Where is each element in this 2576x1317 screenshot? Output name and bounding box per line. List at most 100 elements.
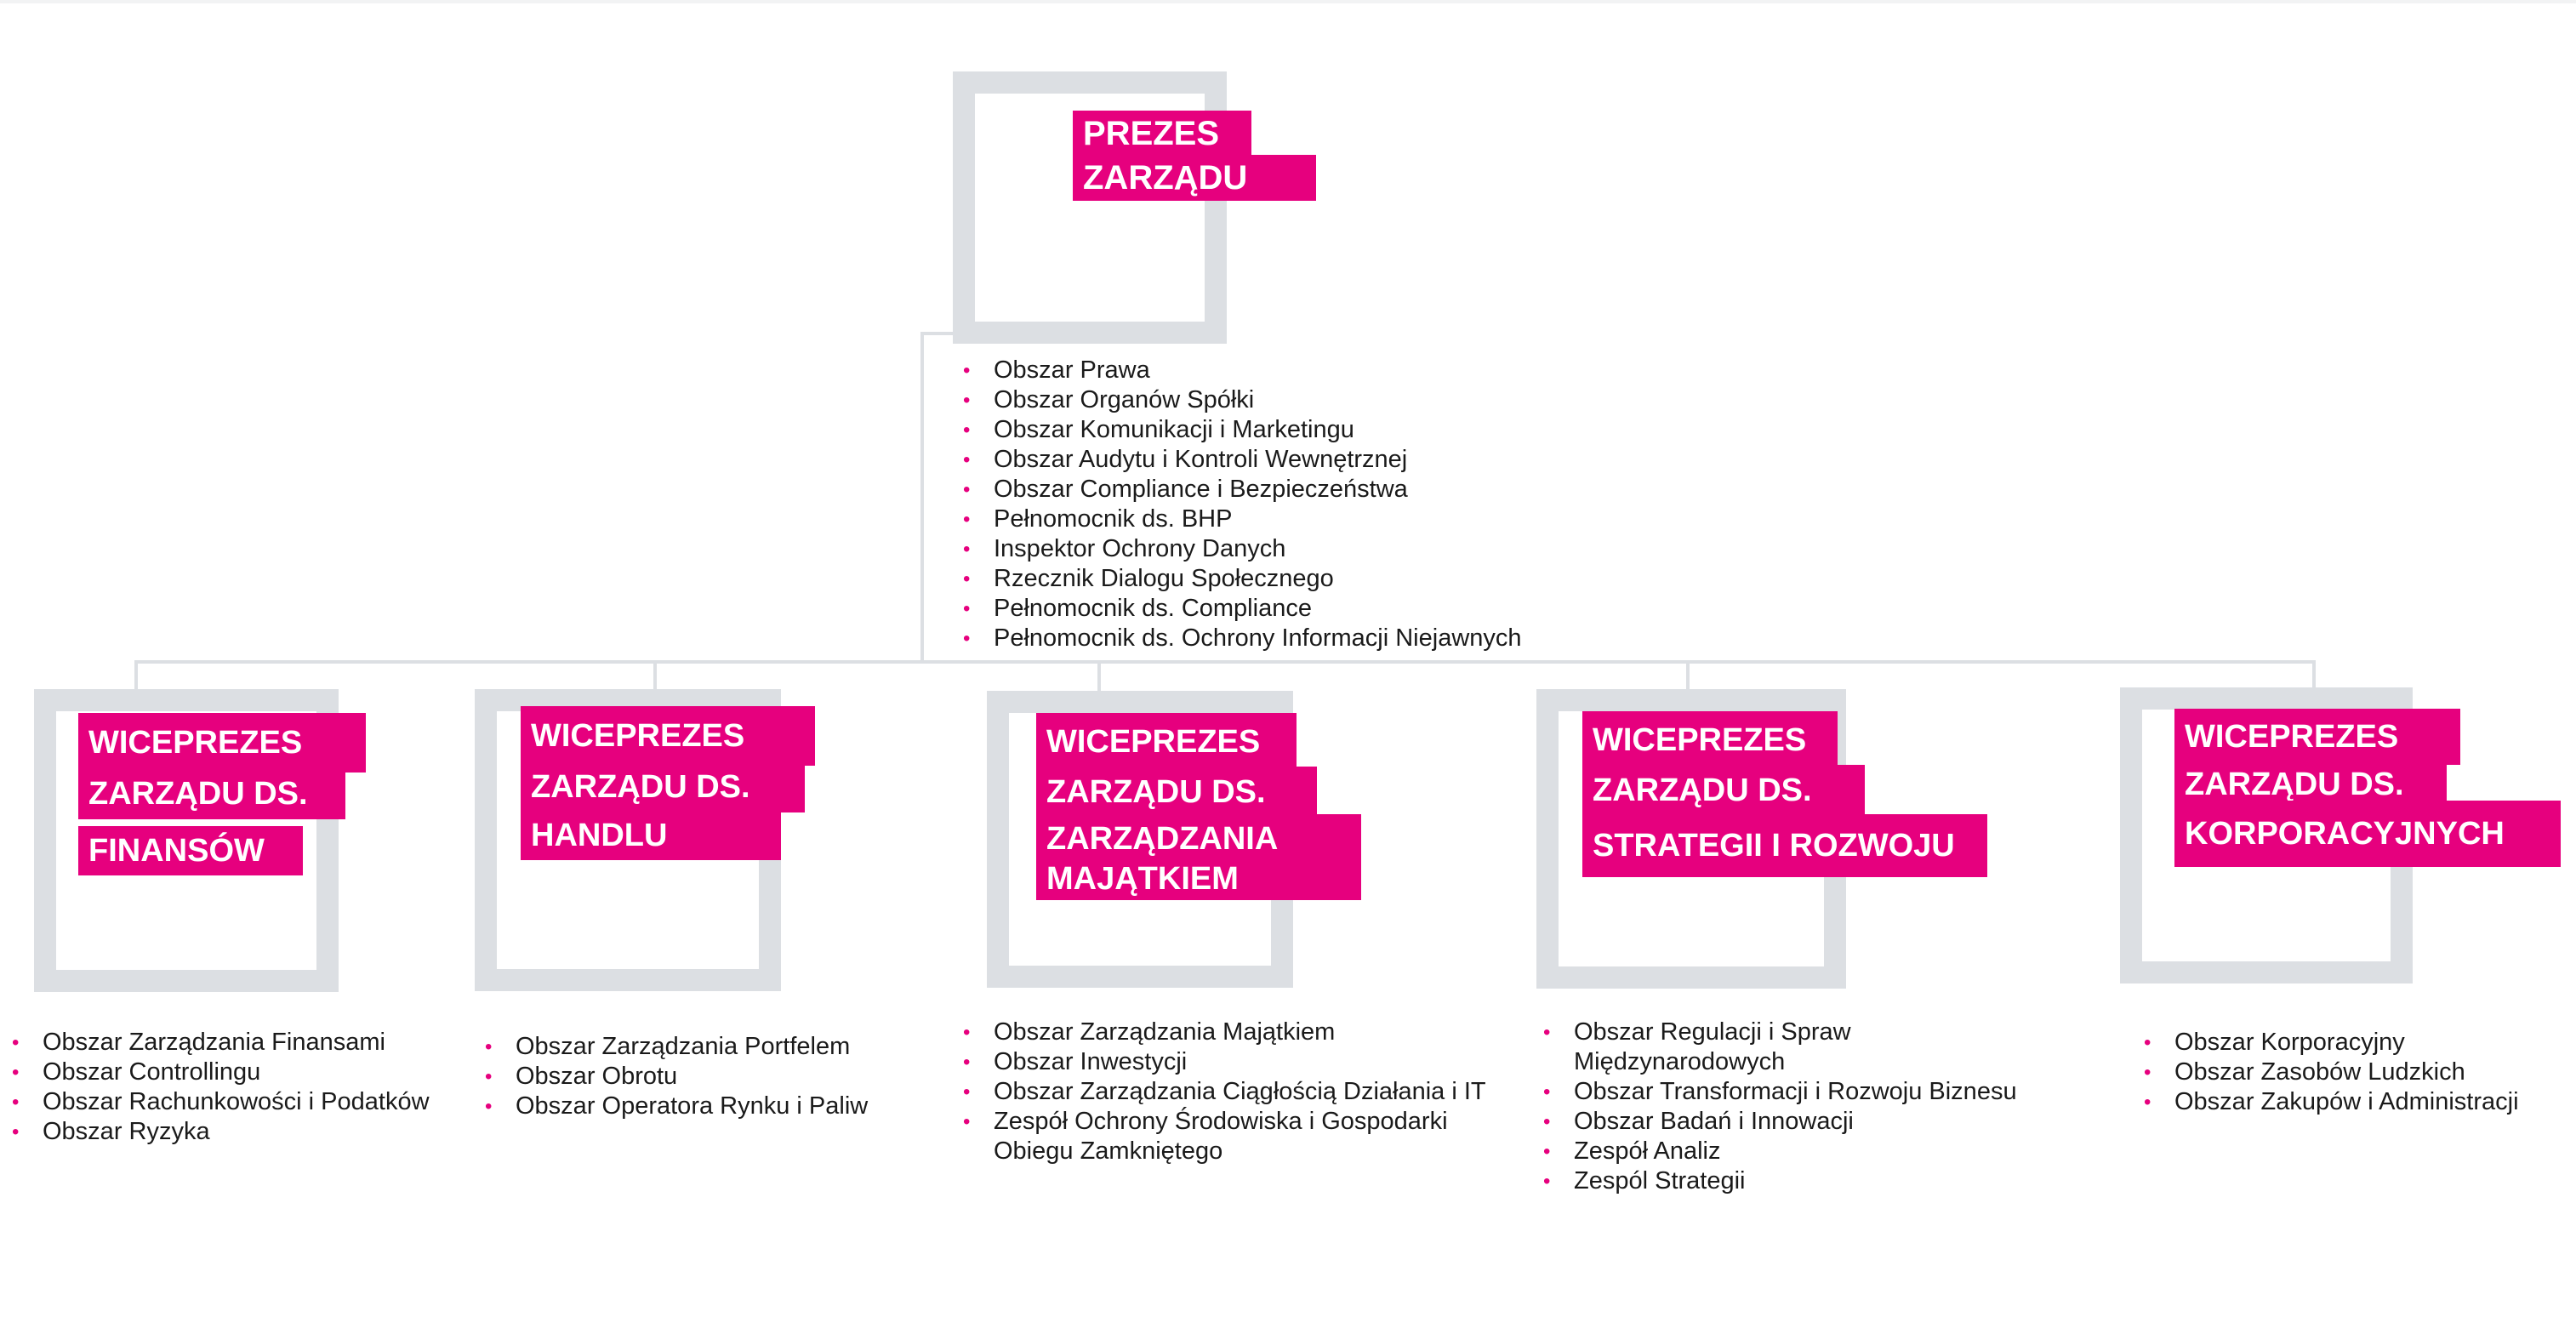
bullet-icon: • [2144, 1031, 2151, 1054]
vp-title-handel-line-2: ZARZĄDU DS. [521, 761, 805, 812]
bullet-icon: • [963, 538, 971, 561]
vp-area-majatek-item-text: Obszar Inwestycji [994, 1048, 1188, 1075]
vp-area-majatek-item-text: Obszar Zarządzania Ciągłością Działania … [994, 1078, 1486, 1105]
president-areas-list: •Obszar Prawa•Obszar Organów Spółki•Obsz… [963, 356, 1522, 653]
president-area-item-text: Obszar Komunikacji i Marketingu [994, 416, 1354, 443]
vp-area-finanse-item: •Obszar Rachunkowości i Podatków [12, 1087, 430, 1117]
connector-drop-1 [134, 660, 138, 691]
president-area-item-text: Pełnomocnik ds. BHP [994, 505, 1233, 533]
vp-title-finanse-line-1: WICEPREZES [78, 713, 366, 773]
vp-title-strategia-line-2: ZARZĄDU DS. [1582, 765, 1865, 816]
bullet-icon: • [963, 448, 971, 471]
bullet-icon: • [12, 1031, 20, 1054]
president-area-item-text: Obszar Organów Spółki [994, 386, 1255, 413]
vp-area-majatek-item: • Obszar Zarządzania Majątkiem [963, 1018, 1486, 1047]
president-area-item-text: Inspektor Ochrony Danych [994, 535, 1286, 562]
vp-area-strategia-item-text: Zespół Analiz [1574, 1137, 1721, 1165]
vp-area-handel-item-text: Obszar Operatora Rynku i Paliw [516, 1092, 869, 1120]
vp-title-handel-line-1: WICEPREZES [521, 706, 815, 766]
bullet-icon: • [963, 1110, 971, 1133]
vp-area-strategia-item: • Obszar Transformacji i Rozwoju Biznesu [1543, 1077, 2017, 1107]
bullet-icon: • [12, 1061, 20, 1084]
vp-area-finanse-item-text: Obszar Controllingu [43, 1058, 261, 1086]
bullet-icon: • [1543, 1140, 1551, 1163]
connector-drop-4 [1686, 660, 1690, 691]
vp-area-handel-item: • Obszar Operatora Rynku i Paliw [485, 1092, 868, 1121]
vp-area-finanse-item: • Obszar Ryzyka [12, 1117, 430, 1147]
bullet-icon: • [963, 419, 971, 442]
vp-title-handel-line-3: HANDLU [521, 811, 781, 860]
president-area-item: • Pełnomocnik ds. Ochrony Informacji Niej… [963, 624, 1522, 653]
vp-area-strategia-item-text: Obszar Badań i Innowacji [1574, 1108, 1854, 1135]
president-frame [953, 71, 1227, 344]
president-area-item: • Pełnomocnik ds. Compliance [963, 594, 1522, 624]
president-area-item: • Rzecznik Dialogu Społecznego [963, 564, 1522, 594]
vp-area-majatek-item-text: Obiegu Zamkniętego [994, 1137, 1223, 1165]
vp-area-majatek-item-text: Obszar Zarządzania Majątkiem [994, 1018, 1336, 1046]
vp-title-korporacyjne-line-1: WICEPREZES [2174, 709, 2460, 765]
bullet-icon: • [963, 1021, 971, 1044]
vp-area-handel-item-text: Obszar Obrotu [516, 1063, 678, 1090]
connector-drop-3 [1097, 660, 1101, 691]
bullet-icon: • [485, 1065, 493, 1088]
vp-area-majatek-item-text: Zespół Ochrony Środowiska i Gospodarki [994, 1108, 1448, 1135]
vp-title-finanse-line-2: ZARZĄDU DS. [78, 768, 345, 819]
bullet-icon: • [12, 1120, 20, 1143]
connector-trunk [920, 332, 924, 664]
president-area-item-text: Pełnomocnik ds. Compliance [994, 595, 1312, 622]
bullet-icon: • [2144, 1061, 2151, 1084]
vp-area-korporacyjne-item: •Obszar Korporacyjny [2144, 1028, 2519, 1058]
president-area-item-text: Obszar Prawa [994, 356, 1150, 384]
bullet-icon: • [963, 1051, 971, 1074]
vp-title-strategia-line-3: STRATEGII I ROZWOJU [1582, 814, 1987, 877]
bullet-icon: • [963, 508, 971, 531]
president-area-item-text: Obszar Compliance i Bezpieczeństwa [994, 476, 1408, 503]
connector-drop-5 [2312, 660, 2316, 691]
vp-area-korporacyjne-item: •Obszar Zakupów i Administracji [2144, 1087, 2519, 1117]
bullet-icon: • [963, 389, 971, 412]
vp-areas-list-korporacyjne: •Obszar Korporacyjny•Obszar Zasobów Ludz… [2144, 1028, 2519, 1117]
vp-title-strategia-line-1: WICEPREZES [1582, 711, 1838, 769]
vp-title-majatek-line-1: WICEPREZES [1036, 713, 1297, 771]
vp-area-majatek-item: • Obszar Inwestycji [963, 1047, 1486, 1077]
connector-trunk-hook [920, 332, 955, 335]
bullet-icon: • [963, 567, 971, 590]
president-area-item: • Obszar Compliance i Bezpieczeństwa [963, 475, 1522, 505]
vp-area-strategia-item: • Obszar Badań i Innowacji [1543, 1107, 2017, 1137]
vp-area-strategia-item: •Zespól Strategii [1543, 1166, 2017, 1196]
president-area-item: •Obszar Prawa [963, 356, 1522, 385]
vp-title-majatek-line-3: ZARZĄDZANIA [1036, 814, 1361, 864]
bullet-icon: • [1543, 1110, 1551, 1133]
bullet-icon: • [1543, 1080, 1551, 1103]
vp-areas-list-handel: •Obszar Zarządzania Portfelem•Obszar Obr… [485, 1032, 868, 1121]
vp-title-majatek-line-2: ZARZĄDU DS. [1036, 767, 1317, 818]
vp-area-handel-item: •Obszar Zarządzania Portfelem [485, 1032, 868, 1062]
bullet-icon: • [963, 478, 971, 501]
vp-area-finanse-item-text: Obszar Ryzyka [43, 1118, 210, 1145]
bullet-icon: • [1543, 1170, 1551, 1193]
vp-area-korporacyjne-item-text: Obszar Zakupów i Administracji [2174, 1088, 2519, 1115]
vp-title-korporacyjne-line-3: KORPORACYJNYCH [2174, 801, 2561, 867]
president-area-item-text: Obszar Audytu i Kontroli Wewnętrznej [994, 446, 1408, 473]
bullet-icon: • [485, 1035, 493, 1058]
vp-area-korporacyjne-item: •Obszar Zasobów Ludzkich [2144, 1058, 2519, 1087]
bullet-icon: • [485, 1095, 493, 1118]
bullet-icon: • [12, 1091, 20, 1114]
vp-title-majatek-line-4: MAJĄTKIEM [1036, 858, 1361, 900]
bullet-icon: • [963, 627, 971, 650]
vp-areas-list-majatek: • Obszar Zarządzania Majątkiem • Obszar Inw… [963, 1018, 1486, 1166]
president-area-item: • Obszar Organów Spółki [963, 385, 1522, 415]
connector-bus [134, 660, 2316, 664]
vp-area-finanse-item-text: Obszar Zarządzania Finansami [43, 1029, 385, 1056]
president-title-line-1: PREZES [1073, 111, 1251, 157]
vp-area-finanse-item: • Obszar Zarządzania Finansami [12, 1028, 430, 1058]
vp-area-strategia-item-text: Obszar Transformacji i Rozwoju Biznesu [1574, 1078, 2017, 1105]
president-area-item-text: Pełnomocnik ds. Ochrony Informacji Nieja… [994, 624, 1522, 652]
bullet-icon: • [963, 597, 971, 620]
vp-area-strategia-item: • Zespół Analiz [1543, 1137, 2017, 1166]
vp-title-finanse-line-3: FINANSÓW [78, 826, 303, 875]
president-area-item-text: Rzecznik Dialogu Społecznego [994, 565, 1334, 592]
